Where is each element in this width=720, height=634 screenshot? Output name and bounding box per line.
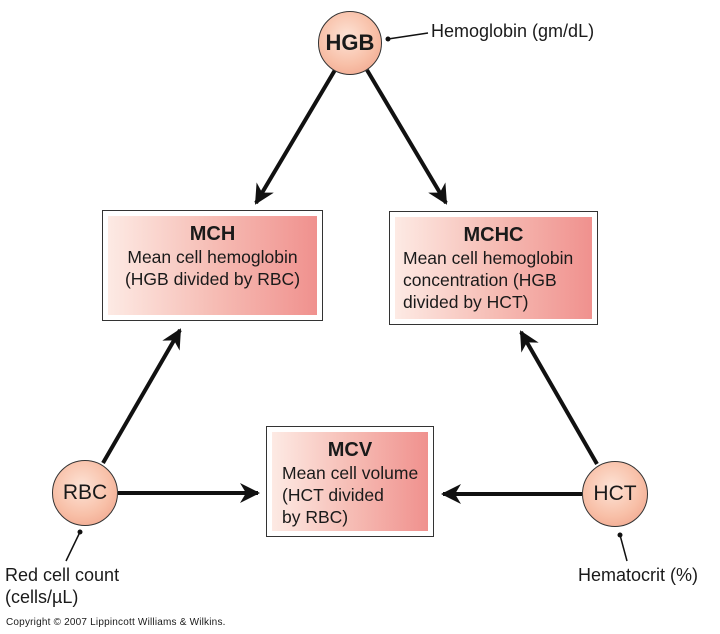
arrow-hgb-to-mchc xyxy=(365,68,448,205)
node-hgb-abbr: HGB xyxy=(325,30,375,55)
leader-hct xyxy=(619,534,628,562)
node-hct-abbr: HCT xyxy=(593,482,637,505)
box-mcv-line: by RBC) xyxy=(282,507,349,527)
box-mchc-line: concentration (HGB xyxy=(403,270,557,290)
leader-dot-hgb xyxy=(385,36,391,42)
leader-dot-hct xyxy=(617,532,623,538)
box-mch-line: Mean cell hemoglobin xyxy=(127,247,298,267)
box-mchc-title: MCHC xyxy=(463,224,524,246)
box-mchc: MCHC Mean cell hemoglobin concentration … xyxy=(389,211,598,325)
node-rbc-abbr: RBC xyxy=(62,481,108,504)
leader-hgb xyxy=(387,32,429,40)
box-mcv-line: (HCT divided xyxy=(282,485,384,505)
box-mchc-line: divided by HCT) xyxy=(403,292,529,312)
node-hgb: HGB xyxy=(318,11,382,75)
arrow-hgb-to-mch xyxy=(254,68,337,205)
label-rbc: Red cell count (cells/µL) xyxy=(5,564,119,608)
label-rbc-line2: (cells/µL) xyxy=(5,587,79,607)
arrow-rbc-to-mch xyxy=(101,328,182,465)
box-mch-title: MCH xyxy=(189,223,236,245)
arrow-hct-to-mchc xyxy=(519,330,599,465)
copyright-notice: Copyright © 2007 Lippincott Williams & W… xyxy=(6,617,226,628)
node-rbc: RBC xyxy=(52,460,118,526)
box-mcv-title: MCV xyxy=(327,439,373,461)
box-mch-line: (HGB divided by RBC) xyxy=(124,269,301,289)
label-rbc-line1: Red cell count xyxy=(5,565,120,585)
box-mcv: MCV Mean cell volume (HCT divided by RBC… xyxy=(266,426,434,537)
leader-rbc xyxy=(65,531,81,562)
box-mch: MCH Mean cell hemoglobin (HGB divided by… xyxy=(102,210,323,321)
leader-dot-rbc xyxy=(77,529,83,535)
node-hct: HCT xyxy=(582,461,648,527)
box-mchc-line: Mean cell hemoglobin xyxy=(403,248,574,268)
label-hgb: Hemoglobin (gm/dL) xyxy=(431,21,595,41)
label-hct: Hematocrit (%) xyxy=(578,565,699,585)
box-mcv-line: Mean cell volume xyxy=(282,463,419,483)
